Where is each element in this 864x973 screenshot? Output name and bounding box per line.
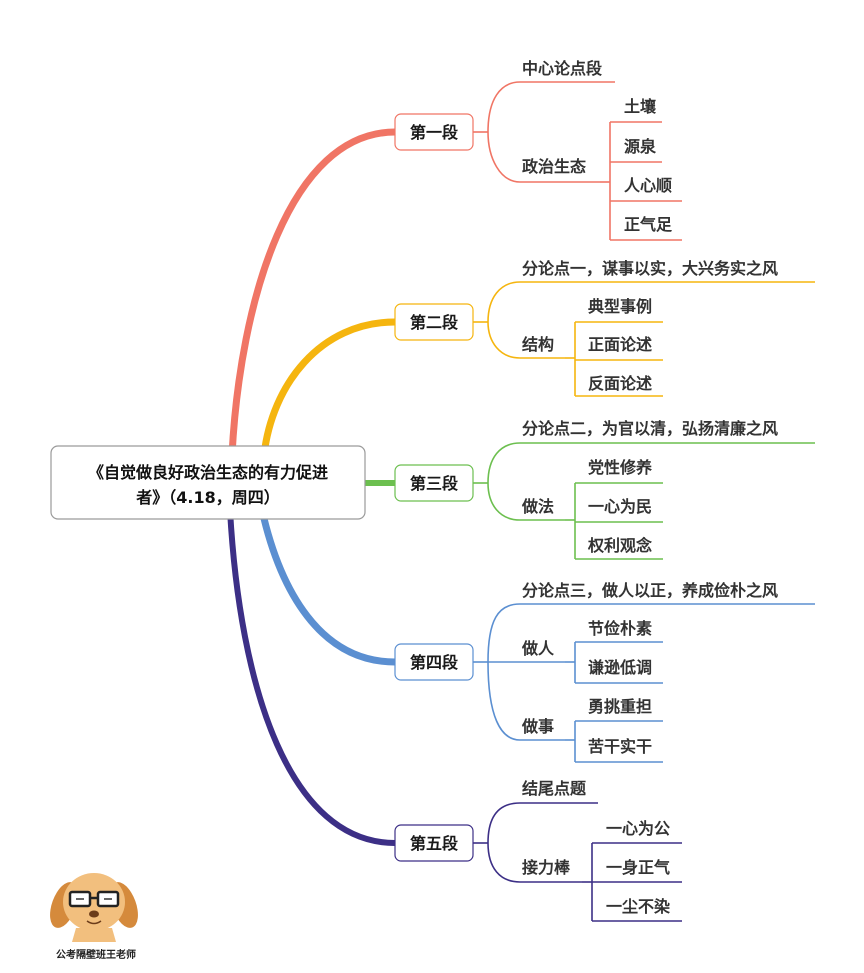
section-2-item-3[interactable]: 反面论述 — [588, 374, 652, 393]
branch-2 — [260, 318, 399, 459]
section-2-group-1[interactable]: 结构 — [521, 335, 554, 354]
branch-5 — [227, 507, 398, 846]
section-3-item-3[interactable]: 权利观念 — [587, 536, 653, 555]
center-title-line1: 《自觉做良好政治生态的有力促进 — [88, 463, 328, 482]
section-3-item-2[interactable]: 一心为民 — [588, 497, 652, 516]
center-node[interactable]: 《自觉做良好政治生态的有力促进 者》（4.18，周四） — [50, 445, 366, 520]
section-5-top[interactable]: 结尾点题 — [521, 779, 587, 798]
center-title-line2: 者》（4.18，周四） — [135, 488, 279, 507]
section-2-label[interactable]: 第二段 — [410, 313, 459, 332]
section-3-top[interactable]: 分论点二，为官以清，弘扬清廉之风 — [522, 419, 778, 438]
section-4-group-1[interactable]: 做人 — [521, 639, 555, 658]
section-5-group-1[interactable]: 接力棒 — [522, 858, 571, 877]
section-3 — [394, 442, 815, 560]
section-1-item-2[interactable]: 源泉 — [624, 137, 657, 156]
section-2-top[interactable]: 分论点一，谋事以实，大兴务实之风 — [522, 259, 778, 278]
section-1-top[interactable]: 中心论点段 — [522, 59, 603, 78]
section-1-item-4[interactable]: 正气足 — [624, 215, 673, 234]
section-1-group-1[interactable]: 政治生态 — [522, 157, 586, 176]
section-2-item-2[interactable]: 正面论述 — [588, 335, 652, 354]
main-branches — [227, 128, 399, 846]
section-4-top[interactable]: 分论点三，做人以正，养成俭朴之风 — [522, 581, 778, 600]
section-4 — [394, 603, 815, 763]
section-3-label[interactable]: 第三段 — [410, 474, 459, 493]
section-4-group-2-item-2[interactable]: 苦干实干 — [588, 737, 652, 756]
section-4-group-2[interactable]: 做事 — [521, 717, 554, 736]
section-5 — [394, 802, 682, 922]
branch-4 — [258, 506, 399, 666]
section-4-group-1-item-2[interactable]: 谦逊低调 — [588, 658, 652, 677]
section-3-item-1[interactable]: 党性修养 — [588, 458, 653, 477]
section-5-item-2[interactable]: 一身正气 — [606, 858, 670, 877]
section-4-label[interactable]: 第四段 — [410, 653, 459, 672]
section-2-item-1[interactable]: 典型事例 — [588, 297, 652, 316]
section-1-item-3[interactable]: 人心顺 — [624, 176, 672, 195]
section-1 — [394, 81, 682, 241]
section-5-item-1[interactable]: 一心为公 — [606, 819, 670, 838]
section-1-item-1[interactable]: 土壤 — [624, 97, 657, 116]
section-2 — [394, 281, 815, 397]
section-5-item-3[interactable]: 一尘不染 — [606, 897, 671, 916]
section-3-group-1[interactable]: 做法 — [521, 497, 554, 516]
section-4-group-1-item-1[interactable]: 节俭朴素 — [588, 619, 652, 638]
watermark-caption: 公考隔壁班王老师 — [56, 948, 136, 961]
section-4-group-2-item-1[interactable]: 勇挑重担 — [588, 697, 652, 716]
section-5-label[interactable]: 第五段 — [410, 834, 459, 853]
dog-avatar-icon — [50, 873, 138, 942]
section-1-label[interactable]: 第一段 — [410, 123, 459, 142]
branch-1 — [228, 128, 399, 459]
